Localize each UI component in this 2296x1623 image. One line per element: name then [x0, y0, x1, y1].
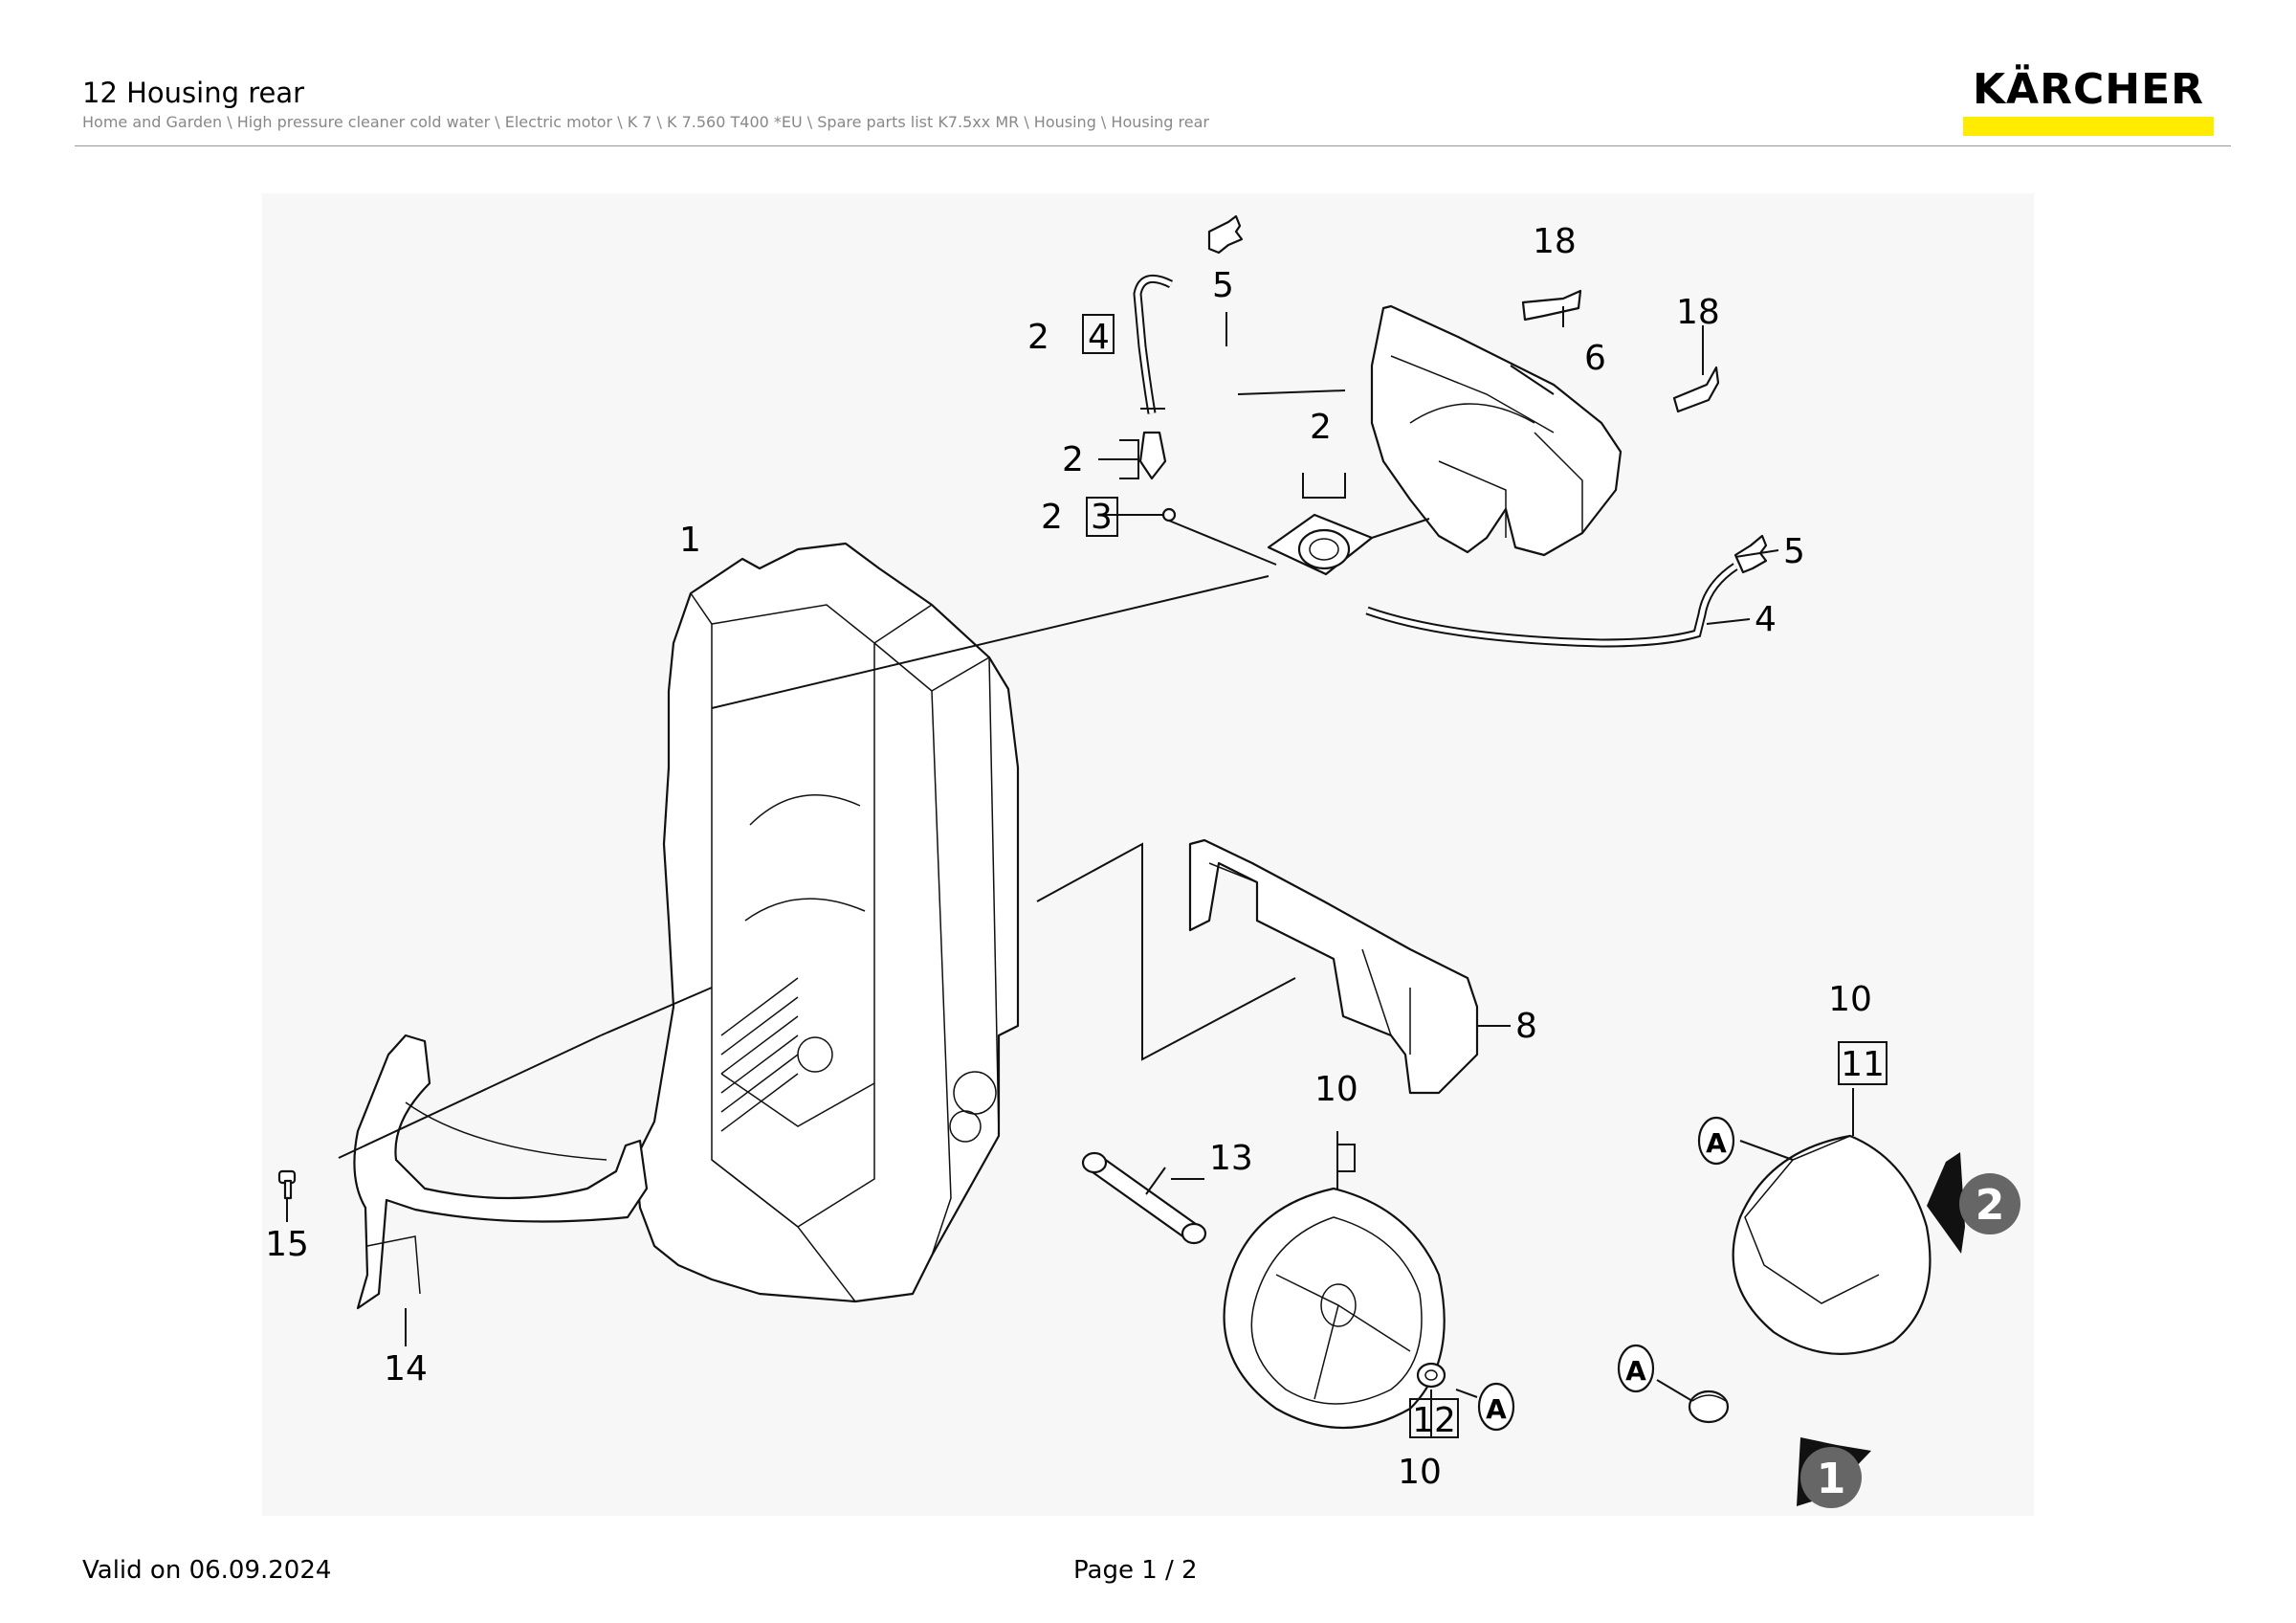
callout-6: 6	[1584, 339, 1606, 378]
part-screw	[277, 1169, 297, 1200]
part-water-inlet	[1267, 513, 1374, 576]
part-wheel	[1223, 1187, 1446, 1429]
callout-4-right: 4	[1755, 600, 1777, 639]
karcher-logo: KÄRCHER	[1963, 65, 2214, 138]
part-handle-bracket	[353, 1034, 649, 1310]
mark-a-1: A	[1697, 1116, 1735, 1166]
callout-5-top: 5	[1212, 266, 1234, 305]
valid-date: Valid on 06.09.2024	[82, 1556, 332, 1585]
callout-10-hubcap: 10	[1828, 980, 1872, 1019]
callout-13: 13	[1209, 1139, 1253, 1178]
callout-12: 12	[1412, 1401, 1456, 1440]
header-divider	[75, 145, 2231, 146]
nav-arrow-1[interactable]: 1	[1797, 1437, 1871, 1508]
part-clip-18b	[1672, 366, 1720, 413]
svg-text:A: A	[1486, 1393, 1507, 1425]
part-top-cap	[1370, 304, 1623, 557]
svg-text:1: 1	[1817, 1455, 1846, 1503]
callout-14: 14	[384, 1349, 428, 1389]
part-cover-bracket	[1188, 838, 1479, 1095]
logo-text: KÄRCHER	[1972, 65, 2205, 114]
callout-11: 11	[1841, 1045, 1885, 1084]
callout-boxes	[1082, 314, 1888, 1438]
exploded-parts-drawing: A A A 2 1 1 2 4 2 2 3 2 5 5 4 6 18 18 8 …	[262, 193, 2034, 1516]
part-clip-18a	[1521, 289, 1582, 322]
part-housing-rear	[633, 542, 1020, 1303]
part-hose-connector	[1138, 431, 1167, 480]
callout-10-washer: 10	[1398, 1453, 1442, 1492]
callout-18-right: 18	[1676, 293, 1720, 332]
breadcrumb[interactable]: Home and Garden \ High pressure cleaner …	[82, 113, 1209, 131]
part-hubcap-small	[1688, 1390, 1730, 1424]
part-o-ring	[1161, 507, 1177, 522]
callout-8: 8	[1515, 1007, 1537, 1046]
nav-arrow-2[interactable]: 2	[1927, 1152, 2020, 1254]
housing-vent-grille	[720, 977, 799, 1132]
callout-2-top: 2	[1027, 318, 1049, 357]
callout-1: 1	[679, 521, 701, 560]
svg-text:A: A	[1706, 1127, 1727, 1159]
callout-labels: 1 2 4 2 2 3 2 5 5 4 6 18 18 8 10 10 11 1…	[265, 222, 1885, 1492]
callout-3: 3	[1091, 498, 1113, 537]
part-hubcap-large	[1732, 1134, 1932, 1355]
svg-text:A: A	[1625, 1355, 1646, 1387]
svg-text:2: 2	[1976, 1181, 2005, 1230]
mark-a-2: A	[1477, 1382, 1515, 1432]
callout-10-wheel: 10	[1314, 1070, 1358, 1109]
callout-2-inlet: 2	[1310, 408, 1332, 447]
part-axle	[1081, 1151, 1207, 1245]
callout-2-connector: 2	[1062, 440, 1084, 479]
callout-5-right: 5	[1783, 532, 1805, 571]
callout-15: 15	[265, 1225, 309, 1264]
page-number: Page 1 / 2	[1073, 1556, 1198, 1585]
part-hose-upper	[1133, 274, 1174, 414]
part-hose-lower	[1365, 563, 1738, 648]
logo-yellow-bar	[1963, 117, 2214, 136]
mark-a-3: A	[1617, 1344, 1655, 1393]
part-washer	[1416, 1362, 1446, 1389]
callout-2-oring: 2	[1041, 498, 1063, 537]
page-title: 12 Housing rear	[82, 77, 305, 109]
parts-diagram-svg: A A A 2 1 1 2 4 2 2 3 2 5 5 4 6 18 18 8 …	[265, 214, 2020, 1508]
callout-18-left: 18	[1533, 222, 1577, 261]
leader-lines	[286, 306, 1854, 1437]
part-elbow-fitting-top	[1207, 214, 1244, 255]
callout-4-top: 4	[1088, 318, 1110, 357]
